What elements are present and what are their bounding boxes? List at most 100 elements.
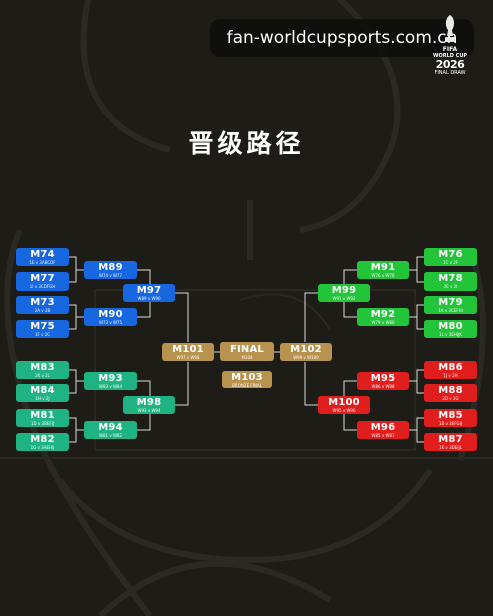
match-code: M78: [438, 273, 463, 284]
match-teams: W79 v W80: [371, 320, 395, 325]
match-m82: M82 1G v 3AEHIJ: [16, 433, 69, 451]
match-code: M99: [331, 285, 357, 296]
match-teams: 2K v 2L: [35, 373, 50, 378]
match-code: M89: [98, 262, 123, 273]
match-code: M74: [30, 249, 55, 260]
page-title: 晋级路径: [188, 129, 305, 158]
match-code: M98: [136, 397, 162, 408]
match-teams: W99 v W100: [293, 355, 319, 360]
match-m101: M101 W97 v W98: [162, 343, 214, 361]
match-m92: M92 W79 v W80: [357, 308, 409, 326]
match-code: M82: [30, 434, 55, 445]
match-m96: M96 W85 v W87: [357, 421, 409, 439]
match-code: M81: [30, 410, 55, 421]
match-teams: W91 v W92: [332, 296, 356, 301]
match-teams: 1I v 3CDFGH: [29, 284, 56, 289]
match-code: M90: [98, 309, 123, 320]
match-code: M100: [328, 397, 360, 408]
match-m83: M83 2K v 2L: [16, 361, 69, 379]
match-code: M101: [172, 344, 204, 355]
match-code: M85: [438, 410, 463, 421]
match-teams: 1G v 3AEHIJ: [30, 445, 55, 450]
match-teams: 2E v 2I: [443, 284, 458, 289]
match-teams: 1F v 2C: [34, 332, 51, 337]
match-teams: 1J v 2H: [443, 373, 458, 378]
brand-year: 2026: [435, 58, 465, 71]
match-m74: M74 1E v 3ABCDF: [16, 248, 69, 266]
match-code: M103: [231, 372, 263, 383]
match-m98: M98 W93 v W94: [123, 396, 175, 414]
match-code: M75: [30, 321, 55, 332]
match-m86: M86 1J v 2H: [424, 361, 477, 379]
match-teams: W93 v W94: [137, 408, 161, 413]
match-m87: M87 1K v 3DEIJL: [424, 433, 477, 451]
match-code: M73: [30, 297, 55, 308]
match-teams: 1K v 3DEIJL: [439, 445, 462, 450]
match-m79: M79 1A v 3CEFHI: [424, 296, 477, 314]
match-code: M102: [290, 344, 322, 355]
match-code: M79: [438, 297, 463, 308]
match-m84: M84 1H v 2J: [16, 384, 69, 402]
match-m73: M73 2A v 2B: [16, 296, 69, 314]
match-m85: M85 1B v 3EFGIJ: [424, 409, 477, 427]
match-teams: W83 v W84: [99, 384, 122, 389]
match-code: M88: [438, 385, 463, 396]
match-m89: M89 W74 v W77: [84, 261, 137, 279]
match-code: M93: [98, 373, 123, 384]
match-teams: W89 v W90: [137, 296, 161, 301]
match-m100: M100 W95 v W96: [318, 396, 370, 414]
match-teams: W76 v W78: [371, 273, 395, 278]
match-m97: M97 W89 v W90: [123, 284, 175, 302]
match-code: M80: [438, 321, 463, 332]
match-m88: M88 2D v 2G: [424, 384, 477, 402]
trophy-icon: [442, 14, 458, 44]
fifa-world-cup-logo: FIFA WORLD CUP 2026 FINAL DRAW: [428, 14, 472, 94]
match-code: M87: [438, 434, 463, 445]
match-code: M83: [30, 362, 55, 373]
match-m78: M78 2E v 2I: [424, 272, 477, 291]
brand-subtitle: FINAL DRAW: [434, 70, 466, 76]
match-teams: 1D v 3BEFIJ: [30, 421, 54, 426]
match-final: FINAL M104: [220, 342, 274, 361]
match-m91: M91 W76 v W78: [357, 261, 409, 279]
match-m93: M93 W83 v W84: [84, 372, 137, 390]
match-m80: M80 1L v 3EHIJK: [424, 320, 477, 338]
match-teams: W81 v W82: [99, 433, 122, 438]
match-code: M94: [98, 422, 123, 433]
match-code: FINAL: [229, 344, 265, 355]
match-teams: W86 v W88: [371, 384, 395, 389]
match-teams: W97 v W98: [176, 355, 200, 360]
brand-event: WORLD CUP: [432, 53, 468, 59]
match-m77: M77 1I v 3CDFGH: [16, 272, 69, 291]
match-m75: M75 1F v 2C: [16, 320, 69, 338]
match-teams: 1C v 2F: [442, 260, 459, 265]
match-code: M76: [438, 249, 463, 260]
match-code: M92: [370, 309, 396, 320]
match-code: M95: [370, 373, 396, 384]
match-code: M84: [30, 385, 55, 396]
match-code: M86: [438, 362, 463, 373]
match-teams: W73 v W75: [99, 320, 122, 325]
match-m102: M102 W99 v W100: [280, 343, 332, 361]
match-teams: 2A v 2B: [34, 308, 51, 313]
match-code: M77: [30, 273, 55, 284]
match-label: BRONZE FINAL: [232, 383, 262, 388]
watermark-banner: fan-worldcupsports.com.cn: [210, 19, 474, 57]
match-teams: 1H v 2J: [35, 396, 50, 401]
match-m99: M99 W91 v W92: [318, 284, 370, 302]
match-teams: 1E v 3ABCDF: [29, 260, 56, 265]
match-number: M104: [241, 355, 253, 360]
match-m90: M90 W73 v W75: [84, 308, 137, 326]
match-teams: 2D v 2G: [442, 396, 459, 401]
match-code: M91: [370, 262, 396, 273]
match-teams: 1A v 3CEFHI: [438, 308, 463, 313]
match-m103: M103 BRONZE FINAL: [222, 371, 272, 388]
match-teams: W95 v W96: [332, 408, 356, 413]
match-m95: M95 W86 v W88: [357, 372, 409, 390]
match-m76: M76 1C v 2F: [424, 248, 477, 266]
match-m94: M94 W81 v W82: [84, 421, 137, 439]
match-teams: 1B v 3EFGIJ: [438, 421, 463, 426]
match-teams: W74 v W77: [99, 273, 122, 278]
match-teams: 1L v 3EHIJK: [439, 332, 462, 337]
